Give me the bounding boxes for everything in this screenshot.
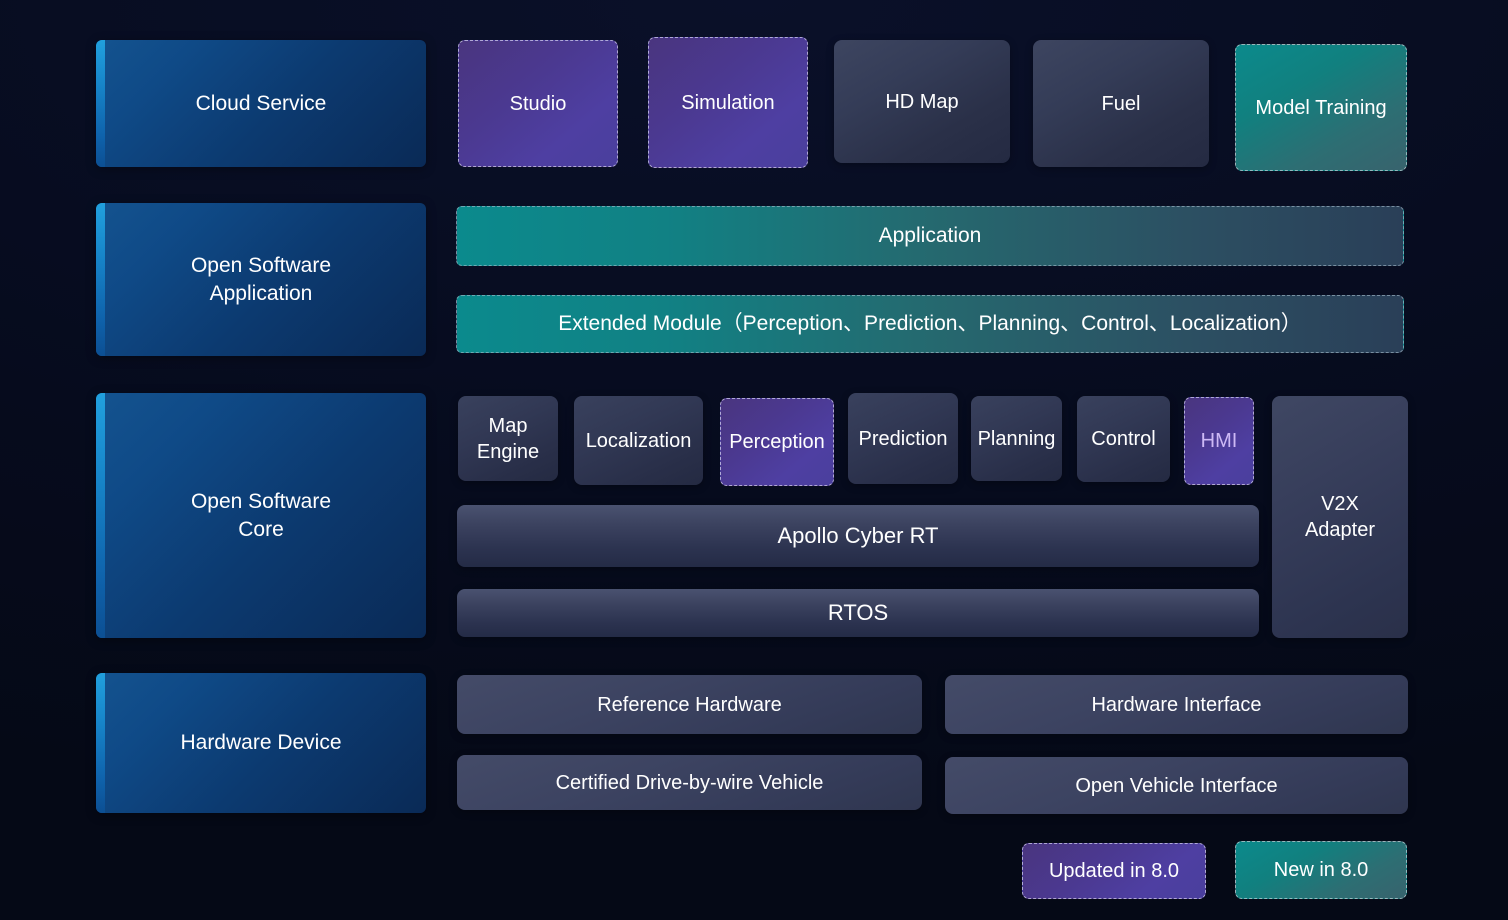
core-item-label: Apollo Cyber RT bbox=[777, 522, 939, 548]
core-item-label: Localization bbox=[585, 429, 692, 452]
legend-new-in-8[interactable]: New in 8.0 bbox=[1235, 841, 1407, 899]
core-item-perception[interactable]: Perception bbox=[720, 398, 834, 486]
core-item-hmi[interactable]: HMI bbox=[1184, 397, 1254, 485]
app-item-label: Application bbox=[878, 224, 982, 248]
core-item-prediction[interactable]: Prediction bbox=[848, 393, 958, 484]
hardware-item-certified-drive-by-wire-vehicle[interactable]: Certified Drive-by-wire Vehicle bbox=[457, 755, 922, 810]
core-item-map-engine[interactable]: Map Engine bbox=[458, 396, 558, 481]
hardware-item-label: Reference Hardware bbox=[597, 693, 782, 716]
cloud-item-studio[interactable]: Studio bbox=[458, 40, 618, 167]
core-item-planning[interactable]: Planning bbox=[971, 396, 1062, 481]
layer-panel-hardware-device[interactable]: Hardware Device bbox=[96, 673, 426, 813]
hardware-item-hardware-interface[interactable]: Hardware Interface bbox=[945, 675, 1408, 734]
core-item-label: Control bbox=[1091, 428, 1156, 450]
core-item-control[interactable]: Control bbox=[1077, 396, 1170, 482]
cloud-item-simulation[interactable]: Simulation bbox=[648, 37, 808, 168]
layer-panel-label: Open Software Application bbox=[190, 254, 332, 305]
legend-label: Updated in 8.0 bbox=[1048, 860, 1180, 882]
core-item-rtos[interactable]: RTOS bbox=[457, 589, 1259, 637]
app-item-extended-module[interactable]: Extended Module（Perception、Prediction、Pl… bbox=[456, 295, 1404, 353]
core-item-label: RTOS bbox=[827, 599, 889, 625]
legend-label: New in 8.0 bbox=[1273, 859, 1369, 881]
core-item-apollo-cyber-rt[interactable]: Apollo Cyber RT bbox=[457, 505, 1259, 567]
core-item-localization[interactable]: Localization bbox=[574, 396, 703, 485]
hardware-item-label: Open Vehicle Interface bbox=[1075, 774, 1278, 797]
app-item-label: Extended Module（Perception、Prediction、Pl… bbox=[558, 312, 1302, 336]
layer-panel-label: Cloud Service bbox=[195, 91, 327, 115]
core-item-label: Prediction bbox=[858, 427, 948, 450]
layer-panel-cloud-service[interactable]: Cloud Service bbox=[96, 40, 426, 167]
app-item-application[interactable]: Application bbox=[456, 206, 1404, 266]
cloud-item-model-training[interactable]: Model Training bbox=[1235, 44, 1407, 171]
layer-panel-open-software-core[interactable]: Open Software Core bbox=[96, 393, 426, 638]
hardware-item-label: Hardware Interface bbox=[1091, 693, 1262, 716]
core-item-label: Perception bbox=[729, 431, 825, 453]
core-item-label: Planning bbox=[977, 427, 1056, 450]
legend-updated-in-8[interactable]: Updated in 8.0 bbox=[1022, 843, 1206, 899]
cloud-item-label: Fuel bbox=[1101, 92, 1141, 115]
cloud-item-hd-map[interactable]: HD Map bbox=[834, 40, 1010, 163]
core-item-v2x-adapter[interactable]: V2X Adapter bbox=[1272, 396, 1408, 638]
hardware-item-open-vehicle-interface[interactable]: Open Vehicle Interface bbox=[945, 757, 1408, 814]
layer-panel-open-software-application[interactable]: Open Software Application bbox=[96, 203, 426, 356]
core-item-label: Map Engine bbox=[476, 414, 540, 463]
layer-panel-label: Hardware Device bbox=[180, 731, 342, 755]
core-item-label: HMI bbox=[1200, 430, 1238, 452]
core-item-label: V2X Adapter bbox=[1304, 493, 1376, 541]
cloud-item-label: HD Map bbox=[885, 90, 959, 113]
hardware-item-reference-hardware[interactable]: Reference Hardware bbox=[457, 675, 922, 734]
cloud-item-fuel[interactable]: Fuel bbox=[1033, 40, 1209, 167]
cloud-item-label: Studio bbox=[509, 92, 567, 115]
layer-panel-label: Open Software Core bbox=[190, 490, 332, 541]
hardware-item-label: Certified Drive-by-wire Vehicle bbox=[555, 771, 824, 794]
cloud-item-label: Model Training bbox=[1255, 96, 1387, 119]
cloud-item-label: Simulation bbox=[681, 91, 775, 114]
